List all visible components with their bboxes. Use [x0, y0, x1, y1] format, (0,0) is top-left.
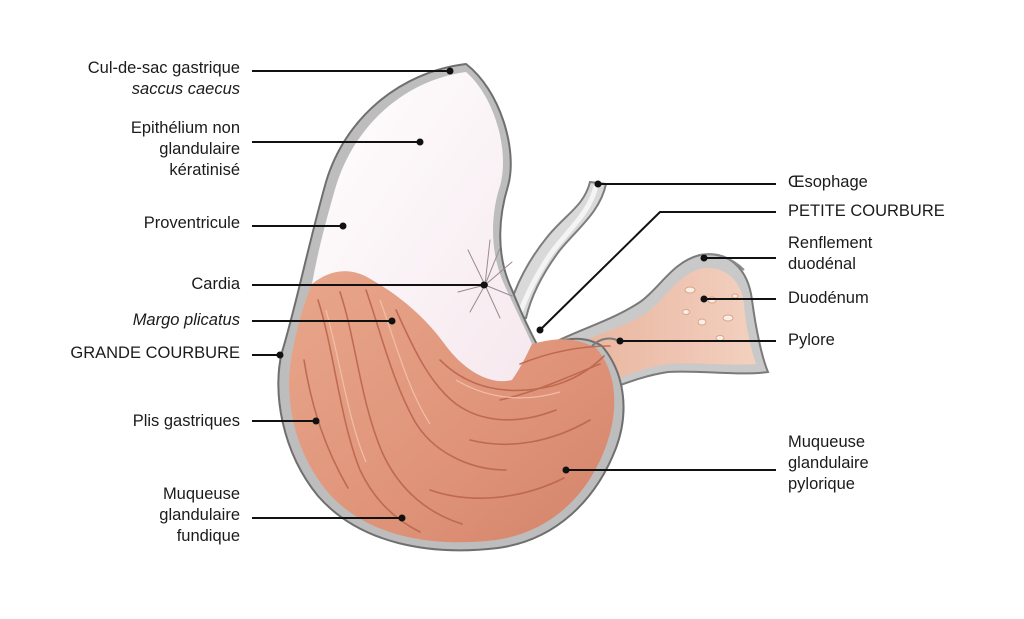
label-muqueuse-pylorique-line3: pylorique: [788, 475, 855, 493]
label-cul-de-sac-line1: Cul-de-sac gastrique: [87, 59, 240, 77]
cardia-folds: [457, 239, 513, 319]
label-cul-de-sac-line2: saccus caecus: [131, 80, 240, 98]
label-proventricule: Proventricule: [143, 214, 240, 232]
label-epithelium-line3: kératinisé: [169, 161, 240, 179]
label-renflement-line2: duodénal: [788, 255, 856, 273]
label-pylore: Pylore: [788, 331, 835, 349]
label-plis-gastriques: Plis gastriques: [132, 412, 240, 430]
leader-dots: [276, 67, 708, 522]
label-oesophage: Œsophage: [788, 173, 868, 191]
label-muqueuse-fundique-line1: Muqueuse: [162, 485, 240, 503]
label-epithelium-line2: glandulaire: [159, 140, 240, 158]
label-epithelium-line1: Epithélium non: [130, 119, 240, 137]
label-muqueuse-fundique: Muqueuse glandulaire fundique: [159, 484, 240, 547]
label-muqueuse-pylorique-line1: Muqueuse: [788, 433, 866, 451]
label-muqueuse-pylorique-line2: glandulaire: [788, 454, 869, 472]
label-muqueuse-fundique-line2: glandulaire: [159, 506, 240, 524]
label-epithelium: Epithélium non glandulaire kératinisé: [131, 118, 240, 181]
label-renflement: Renflement duodénal: [788, 233, 872, 275]
label-muqueuse-pylorique: Muqueuse glandulaire pylorique: [788, 432, 869, 495]
label-renflement-line1: Renflement: [788, 234, 873, 252]
label-margo-plicatus: Margo plicatus: [132, 311, 240, 329]
label-cardia: Cardia: [191, 275, 240, 293]
label-petite-courbure: PETITE COURBURE: [788, 202, 945, 220]
label-muqueuse-fundique-line3: fundique: [176, 527, 240, 545]
glandular-region: [289, 271, 615, 543]
label-duodenum: Duodénum: [788, 289, 869, 307]
gastric-folds: [303, 289, 611, 533]
leader-lines: [252, 70, 776, 519]
label-grande-courbure: GRANDE COURBURE: [70, 344, 240, 362]
fold-highlights: [325, 299, 561, 463]
oesophagus-drawing: [506, 180, 608, 320]
label-cul-de-sac: Cul-de-sac gastrique saccus caecus: [88, 58, 240, 100]
non-glandular-region: [312, 72, 532, 382]
